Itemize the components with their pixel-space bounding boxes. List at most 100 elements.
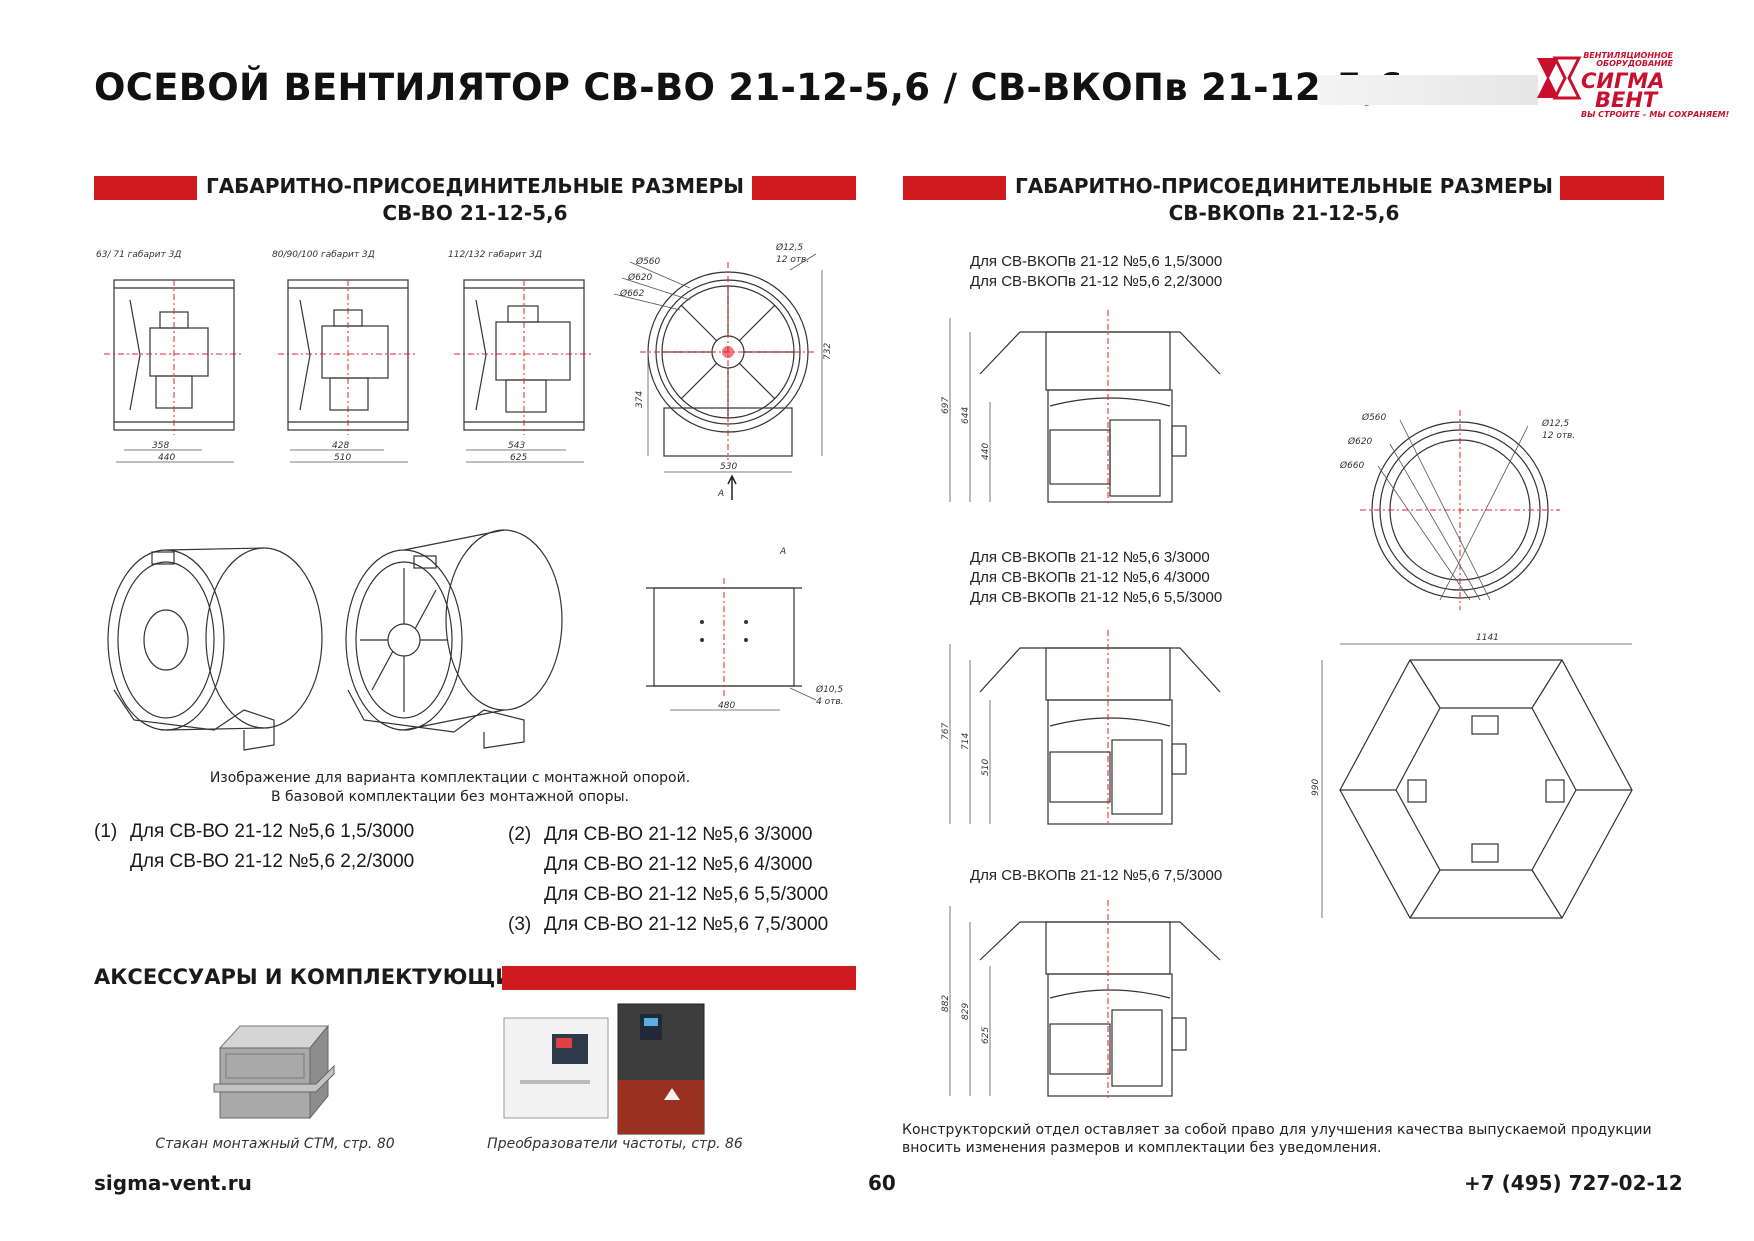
side-view-1-dim-inner: 358 [152,441,169,451]
plan-width: 1141 [1476,633,1499,643]
bottom-view-label: A [779,547,786,557]
caption-line2: В базовой комплектации без монтажной опо… [270,789,630,805]
front-view-label: A [717,489,724,499]
mounting-caption: Изображение для варианта комплектации с … [200,769,700,807]
title-decor-bar [1318,75,1538,105]
front-view-d2: Ø620 [627,272,653,283]
side-view-3-dim-inner: 543 [508,441,525,451]
flange-holes-count: 12 отв. [1542,431,1575,441]
mounting-base-image [213,1024,335,1120]
group2-labels: Для СВ-ВКОПв 21-12 №5,6 3/3000 Для СВ-ВК… [970,548,1222,608]
right-title-line2: СВ-ВКОПв 21-12-5,6 [1168,201,1400,225]
front-view-holes-count: 12 отв. [776,255,809,265]
company-logo: ВЕНТИЛЯЦИОННОЕ ОБОРУДОВАНИЕ СИГМА ВЕНТ В… [1535,51,1729,119]
group1-label-2: Для СВ-ВКОПв 21-12 №5,6 2,2/3000 [970,273,1223,290]
front-view-d1: Ø560 [635,256,661,267]
front-view-d3: Ø662 [619,288,645,299]
models-list-col2: (2) Для СВ-ВО 21-12 №5,6 3/3000 Для СВ-ВО… [508,820,828,940]
accessory-caption-1: Стакан монтажный СТМ, стр. 80 [155,1136,395,1152]
accessories-title: АКСЕССУАРЫ И КОМПЛЕКТУЮЩИЕ [94,965,528,989]
flange-d2: Ø620 [1347,436,1373,447]
note-line1: Конструкторский отдел оставляет за собой… [902,1122,1652,1138]
group1-labels: Для СВ-ВКОПв 21-12 №5,6 1,5/3000 Для СВ-… [970,252,1222,292]
bottom-view-width: 480 [718,701,735,711]
section-bar-right-b [1560,176,1664,200]
list-item-num: (2) [508,824,532,845]
logo-line2: ВЕНТ [1595,88,1658,112]
design-note: Конструкторский отдел оставляет за собой… [902,1121,1652,1157]
page-title: ОСЕВОЙ ВЕНТИЛЯТОР СВ-ВО 21-12-5,6 / СВ-В… [94,66,1404,109]
logo-top-text: ВЕНТИЛЯЦИОННОЕ ОБОРУДОВАНИЕ [1583,51,1673,68]
group1-dim-3: 440 [981,443,991,460]
left-title-line1: ГАБАРИТНО-ПРИСОЕДИНИТЕЛЬНЫЕ РАЗМЕРЫ [205,174,745,198]
footer-phone[interactable]: +7 (495) 727-02-12 [1464,1171,1683,1195]
section-bar-left-a [94,176,197,200]
list-item-text: Для СВ-ВО 21-12 №5,6 1,5/3000 [130,821,415,842]
flange-d3: Ø660 [1339,460,1365,471]
models-list-col1: (1) Для СВ-ВО 21-12 №5,6 1,5/3000 Для СВ-… [94,817,414,877]
list-item: (2) Для СВ-ВО 21-12 №5,6 3/3000 [508,820,828,850]
side-view-1: 63/ 71 габарит 3Д 358 440 [96,250,244,463]
note-line2: вносить изменения размеров и комплектаци… [902,1140,1382,1156]
group1-dim-2: 644 [961,407,971,424]
front-view-axis-height: 374 [635,391,645,408]
group3-dim-1: 882 [941,995,951,1012]
section-bar-left-b [752,176,856,200]
plan-view-drawing: 1141 990 [1311,633,1633,919]
group2-dim-3: 510 [981,759,991,776]
list-item-text: Для СВ-ВО 21-12 №5,6 4/3000 [544,854,813,875]
footer-site-link[interactable]: sigma-vent.ru [94,1171,252,1195]
side-view-2-dim-outer: 510 [334,453,351,463]
roof-fan-drawing-3: 882 829 625 [941,900,1221,1098]
frequency-converters-image [503,1003,705,1135]
group3-dim-2: 829 [961,1003,971,1020]
isometric-view-closed [107,547,323,751]
caption-line1: Изображение для варианта комплектации с … [209,770,691,786]
group1-label-1: Для СВ-ВКОПв 21-12 №5,6 1,5/3000 [970,253,1223,270]
left-section-title: ГАБАРИТНО-ПРИСОЕДИНИТЕЛЬНЫЕ РАЗМЕРЫ СВ-В… [200,173,750,227]
group2-dim-2: 714 [961,733,971,750]
accessory-caption-2: Преобразователи частоты, стр. 86 [487,1136,743,1152]
section-bar-right-a [903,176,1006,200]
group1-dim-1: 697 [941,397,951,414]
list-item-num: (1) [94,821,118,842]
bottom-view-drawing: A 480 Ø10,5 4 отв. [646,547,844,711]
isometric-view-open [345,529,563,749]
side-view-2-label: 80/90/100 габарит 3Д [272,250,375,260]
group2-label-3: Для СВ-ВКОПв 21-12 №5,6 5,5/3000 [970,589,1223,606]
right-title-line1: ГАБАРИТНО-ПРИСОЕДИНИТЕЛЬНЫЕ РАЗМЕРЫ [1014,174,1554,198]
list-item: (3) Для СВ-ВО 21-12 №5,6 7,5/3000 [508,910,828,940]
front-view-height: 732 [823,343,833,360]
group3-label-1: Для СВ-ВКОПв 21-12 №5,6 7,5/3000 [970,867,1223,884]
roof-fan-drawing-2: 767 714 510 [941,630,1221,826]
list-item: Для СВ-ВО 21-12 №5,6 4/3000 [508,850,828,880]
list-item-text: Для СВ-ВО 21-12 №5,6 7,5/3000 [544,914,829,935]
front-view-holes: Ø12,5 [775,242,803,253]
right-section-title: ГАБАРИТНО-ПРИСОЕДИНИТЕЛЬНЫЕ РАЗМЕРЫ СВ-В… [1010,173,1558,227]
list-item: Для СВ-ВО 21-12 №5,6 2,2/3000 [94,847,414,877]
side-view-2-dim-inner: 428 [332,441,349,451]
list-item-text: Для СВ-ВО 21-12 №5,6 5,5/3000 [544,884,829,905]
front-view-drawing: Ø560 Ø620 Ø662 Ø12,5 12 отв. 732 374 530… [613,242,833,500]
group2-label-2: Для СВ-ВКОПв 21-12 №5,6 4/3000 [970,569,1210,586]
flange-drawing: Ø560 Ø620 Ø660 Ø12,5 12 отв. [1339,410,1575,610]
logo-line1: СИГМА [1581,69,1665,93]
list-item-num: (3) [508,914,532,935]
side-view-3-dim-outer: 625 [510,453,527,463]
bottom-view-holes-count: 4 отв. [816,697,844,707]
list-item-text: Для СВ-ВО 21-12 №5,6 3/3000 [544,824,813,845]
roof-fan-drawing-1: 697 644 440 [941,310,1221,504]
side-view-3-label: 112/132 габарит 3Д [448,250,542,260]
flange-d1: Ø560 [1361,412,1387,423]
plan-height: 990 [1311,779,1321,796]
accessories-bar [502,966,856,990]
side-views-drawing: 63/ 71 габарит 3Д 358 440 80/90/100 габа… [96,250,594,463]
flange-holes: Ø12,5 [1541,418,1569,429]
bottom-view-holes: Ø10,5 [815,684,843,695]
logo-slogan: ВЫ СТРОИТЕ – МЫ СОХРАНЯЕМ! [1581,110,1730,119]
list-item-text: Для СВ-ВО 21-12 №5,6 2,2/3000 [130,851,415,872]
side-view-1-dim-outer: 440 [158,453,175,463]
side-view-2: 80/90/100 габарит 3Д 428 510 [272,250,418,463]
group3-dim-3: 625 [981,1027,991,1044]
group2-dim-1: 767 [941,723,951,740]
